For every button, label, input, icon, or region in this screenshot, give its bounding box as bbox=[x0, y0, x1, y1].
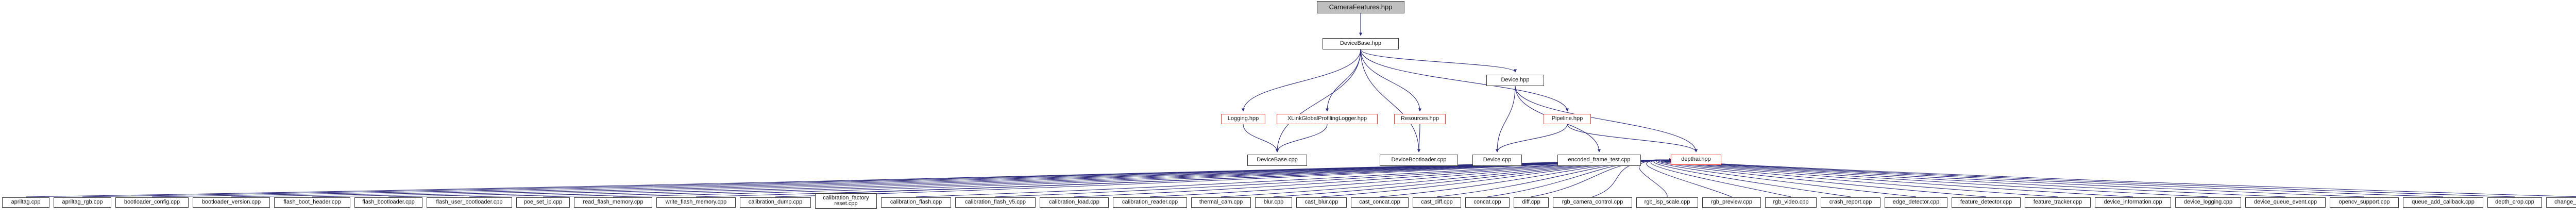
graph-node-device-queue-event-cpp[interactable]: device_queue_event.cpp bbox=[2245, 197, 2326, 208]
graph-node-device-cpp[interactable]: Device.cpp bbox=[1472, 155, 1522, 166]
graph-node-flash-bootloader-cpp[interactable]: flash_bootloader.cpp bbox=[354, 197, 422, 208]
edge-depthai-leaf bbox=[1663, 158, 2365, 197]
edge bbox=[1360, 49, 1422, 112]
graph-node-device-hpp[interactable]: Device.hpp bbox=[1486, 75, 1544, 86]
edge-depthai-leaf bbox=[1665, 158, 2576, 197]
edge-depthai-leaf bbox=[1659, 158, 2058, 197]
graph-node-devicebase-cpp[interactable]: DeviceBase.cpp bbox=[1247, 155, 1307, 166]
graph-node-devicebase-hpp[interactable]: DeviceBase.hpp bbox=[1323, 38, 1399, 49]
edge bbox=[1417, 124, 1421, 153]
graph-node-crash-report-cpp[interactable]: crash_report.cpp bbox=[1821, 197, 1880, 208]
edge-depthai-leaf bbox=[1646, 158, 1732, 197]
graph-node-cast-blur-cpp[interactable]: cast_blur.cpp bbox=[1296, 197, 1347, 208]
graph-node-blur-cpp[interactable]: blur.cpp bbox=[1255, 197, 1292, 208]
graph-node-cast-diff-cpp[interactable]: cast_diff.cpp bbox=[1413, 197, 1461, 208]
edge-depthai-leaf bbox=[696, 158, 1672, 197]
graph-node-flash-user-bootloader-cpp[interactable]: flash_user_bootloader.cpp bbox=[427, 197, 512, 208]
graph-node-resources-hpp[interactable]: Resources.hpp bbox=[1394, 114, 1446, 124]
graph-node-cast-concat-cpp[interactable]: cast_concat.cpp bbox=[1351, 197, 1409, 208]
edge bbox=[1275, 124, 1328, 153]
graph-node-depth-crop-cpp[interactable]: depth_crop.cpp bbox=[2487, 197, 2542, 208]
edge bbox=[1360, 49, 1421, 153]
graph-node-calibration-reader-cpp[interactable]: calibration_reader.cpp bbox=[1113, 197, 1187, 208]
graph-node-pipeline-hpp[interactable]: Pipeline.hpp bbox=[1544, 114, 1591, 124]
edge-depthai-leaf bbox=[1664, 158, 2515, 197]
graph-node-feature-tracker-cpp[interactable]: feature_tracker.cpp bbox=[2025, 197, 2091, 208]
graph-node-feature-detector-cpp[interactable]: feature_detector.cpp bbox=[1952, 197, 2021, 208]
edge-depthai-leaf bbox=[1660, 158, 2133, 197]
graph-node-rgb-video-cpp[interactable]: rgb_video.cpp bbox=[1765, 197, 1817, 208]
edge-depthai-leaf bbox=[1664, 158, 2444, 197]
edge-depthai-leaf bbox=[775, 158, 1672, 197]
graph-node-opencv-support-cpp[interactable]: opencv_support.cpp bbox=[2330, 197, 2399, 208]
graph-node-diff-cpp[interactable]: diff.cpp bbox=[1514, 197, 1549, 208]
graph-node-logging-hpp[interactable]: Logging.hpp bbox=[1221, 114, 1265, 124]
edge bbox=[1275, 49, 1361, 153]
graph-node-edge-detector-cpp[interactable]: edge_detector.cpp bbox=[1885, 197, 1947, 208]
graph-node-depthai-hpp[interactable]: depthai.hpp bbox=[1671, 155, 1721, 165]
edge-depthai-leaf bbox=[1653, 158, 1851, 197]
graph-node-bootloader-config-cpp[interactable]: bootloader_config.cpp bbox=[115, 197, 189, 208]
edge-depthai-leaf bbox=[1656, 158, 1917, 197]
graph-node-read-flash-memory-cpp[interactable]: read_flash_memory.cpp bbox=[574, 197, 652, 208]
graph-node-calibration-factory-reset-cpp[interactable]: calibration_factory reset.cpp bbox=[815, 193, 877, 209]
edge-depthai-leaf bbox=[312, 158, 1672, 197]
graph-node-bootloader-version-cpp[interactable]: bootloader_version.cpp bbox=[193, 197, 270, 208]
graph-node-devicebootloader-cpp[interactable]: DeviceBootloader.cpp bbox=[1380, 155, 1458, 166]
edge bbox=[1515, 86, 1698, 153]
graph-node-xlinkglobalprofilinglogger-hpp[interactable]: XLinkGlobalProfilingLogger.hpp bbox=[1277, 114, 1378, 124]
edge bbox=[1360, 49, 1517, 73]
graph-node-rgb-preview-cpp[interactable]: rgb_preview.cpp bbox=[1702, 197, 1761, 208]
edge bbox=[1496, 124, 1568, 153]
edge-depthai-leaf bbox=[1663, 158, 2286, 197]
graph-node-change-encoding-cpp[interactable]: change_encoding.cpp bbox=[2546, 197, 2576, 208]
edge-depthai-leaf bbox=[1650, 158, 1791, 197]
edge bbox=[1241, 49, 1361, 112]
edge-depthai-leaf bbox=[1662, 158, 2209, 197]
graph-node-thermal-cam-cpp[interactable]: thermal_cam.cpp bbox=[1191, 197, 1251, 208]
graph-node-poe-set-ip-cpp[interactable]: poe_set_ip.cpp bbox=[516, 197, 570, 208]
graph-node-apriltag-rgb-cpp[interactable]: apriltag_rgb.cpp bbox=[54, 197, 111, 208]
graph-node-calibration-dump-cpp[interactable]: calibration_dump.cpp bbox=[740, 197, 811, 208]
graph-node-rgb-isp-scale-cpp[interactable]: rgb_isp_scale.cpp bbox=[1636, 197, 1698, 208]
graph-node-calibration-flash-cpp[interactable]: calibration_flash.cpp bbox=[881, 197, 951, 208]
graph-node-calibration-flash-v5-cpp[interactable]: calibration_flash_v5.cpp bbox=[955, 197, 1036, 208]
graph-node-flash-boot-header-cpp[interactable]: flash_boot_header.cpp bbox=[274, 197, 350, 208]
edge-depthai-leaf bbox=[1657, 158, 1987, 197]
graph-node-write-flash-memory-cpp[interactable]: write_flash_memory.cpp bbox=[656, 197, 736, 208]
graph-node-calibration-load-cpp[interactable]: calibration_load.cpp bbox=[1040, 197, 1109, 208]
edge bbox=[1495, 86, 1516, 153]
graph-node-apriltag-cpp[interactable]: apriltag.cpp bbox=[2, 197, 49, 208]
edge bbox=[1325, 49, 1361, 112]
graph-node-camerafeatures-hpp[interactable]: CameraFeatures.hpp bbox=[1317, 1, 1404, 13]
graph-node-rgb-camera-control-cpp[interactable]: rgb_camera_control.cpp bbox=[1553, 197, 1632, 208]
graph-node-encoded-frame-test-cpp[interactable]: encoded_frame_test.cpp bbox=[1557, 155, 1641, 166]
edge bbox=[1243, 124, 1279, 153]
edge bbox=[1567, 124, 1698, 153]
edge-depthai-leaf bbox=[1638, 158, 1672, 197]
graph-node-device-logging-cpp[interactable]: device_logging.cpp bbox=[2175, 197, 2241, 208]
graph-node-queue-add-callback-cpp[interactable]: queue_add_callback.cpp bbox=[2403, 197, 2483, 208]
graph-node-concat-cpp[interactable]: concat.cpp bbox=[1465, 197, 1510, 208]
graph-node-device-information-cpp[interactable]: device_information.cpp bbox=[2095, 197, 2171, 208]
